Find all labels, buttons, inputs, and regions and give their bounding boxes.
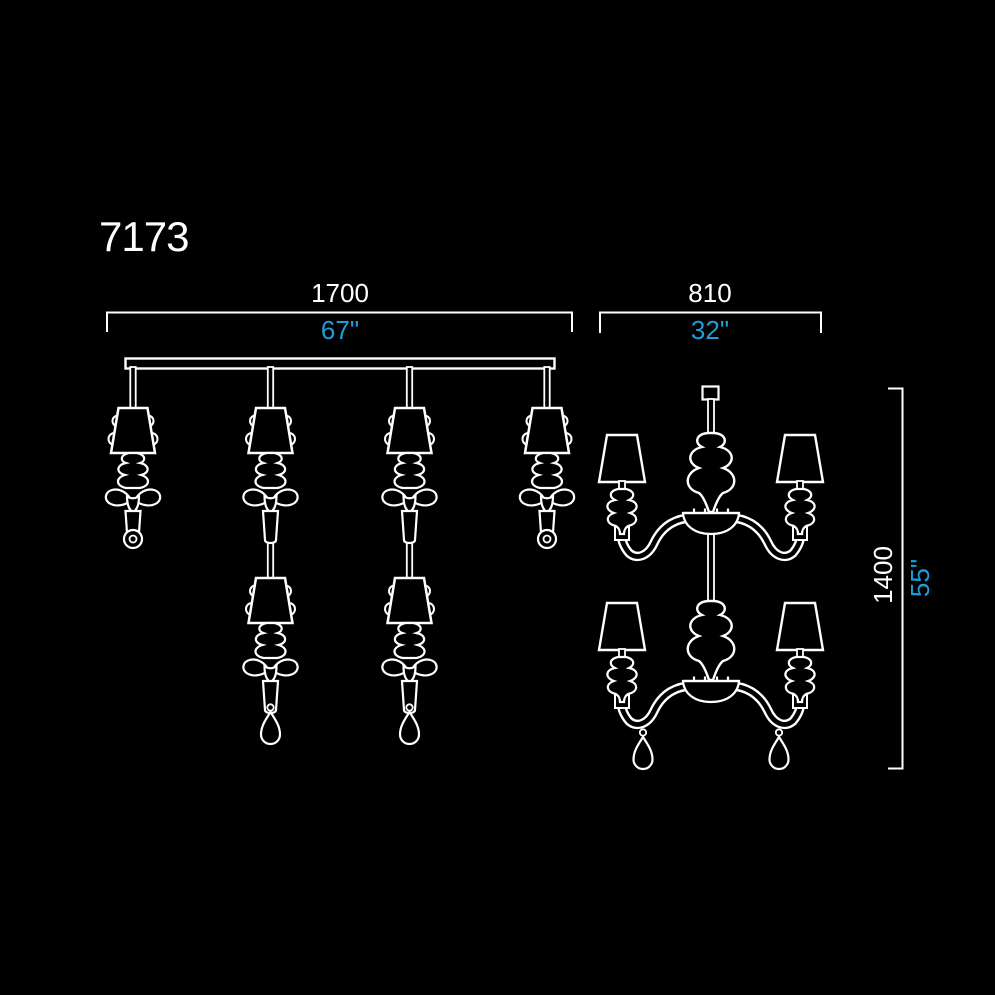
product-code-label: 7173 [99, 213, 189, 260]
front-width-metric-label: 1700 [311, 278, 369, 308]
side-drop-pendants [632, 728, 790, 771]
front-lamps-upper-tier [104, 406, 576, 545]
height-imperial-label: 55" [905, 558, 935, 598]
ceiling-mount [701, 385, 720, 401]
side-width-imperial-label: 32" [690, 315, 730, 345]
front-drop-pendants [259, 703, 421, 746]
ring-finials [122, 528, 558, 550]
lower-tier [599, 601, 823, 724]
front-width-imperial-label: 67" [320, 315, 360, 345]
suspension-rods [129, 366, 551, 581]
height-metric-label: 1400 [868, 546, 898, 604]
front-lamps-lower-tier [242, 576, 438, 715]
height-dimension-line [888, 387, 904, 770]
front-view-drawing [104, 357, 576, 746]
side-width-metric-label: 810 [688, 278, 732, 308]
side-view-drawing [599, 385, 823, 771]
front-width-dimension-line [106, 311, 573, 332]
side-width-dimension-line [599, 311, 822, 333]
ceiling-bar [124, 357, 556, 370]
